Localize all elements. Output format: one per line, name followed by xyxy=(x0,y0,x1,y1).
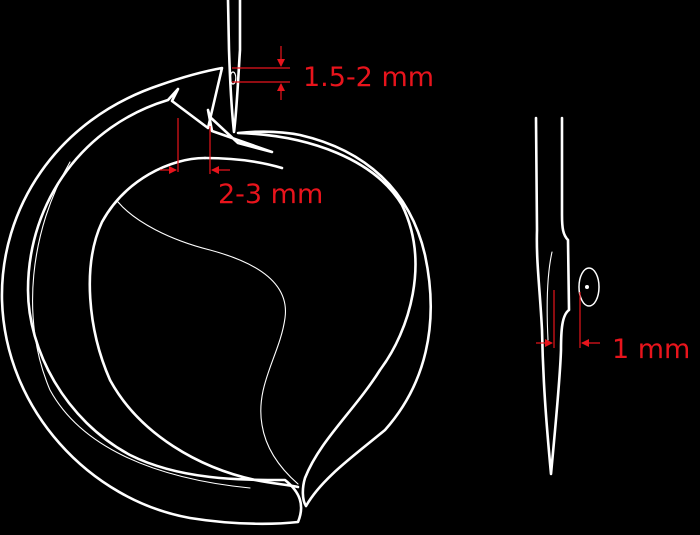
label-1-5-2mm: 1.5-2 mm xyxy=(303,62,434,93)
hook-outer-shell xyxy=(0,66,303,526)
needle-eye-outline xyxy=(578,267,600,307)
hook-shell-guideline xyxy=(32,161,251,489)
rotary-hook xyxy=(0,66,432,526)
hook-point xyxy=(206,108,274,154)
dimension-1mm xyxy=(536,290,600,348)
hook-inner-body xyxy=(236,130,432,508)
needle-top-eye xyxy=(229,71,237,85)
needle-scarf xyxy=(546,251,553,341)
label-2-3mm: 2-3 mm xyxy=(218,179,323,210)
dimension-1-5-2mm xyxy=(232,46,290,100)
label-1mm: 1 mm xyxy=(612,334,690,365)
dimension-2-3mm xyxy=(160,118,230,174)
hook-s-curve xyxy=(117,201,299,485)
needle-outline xyxy=(534,116,571,476)
hook-race-edge xyxy=(203,156,284,170)
needle-top xyxy=(226,0,242,134)
hook-race xyxy=(88,156,300,489)
needle-side-view xyxy=(534,116,600,476)
needle-eye-dot xyxy=(585,285,589,289)
